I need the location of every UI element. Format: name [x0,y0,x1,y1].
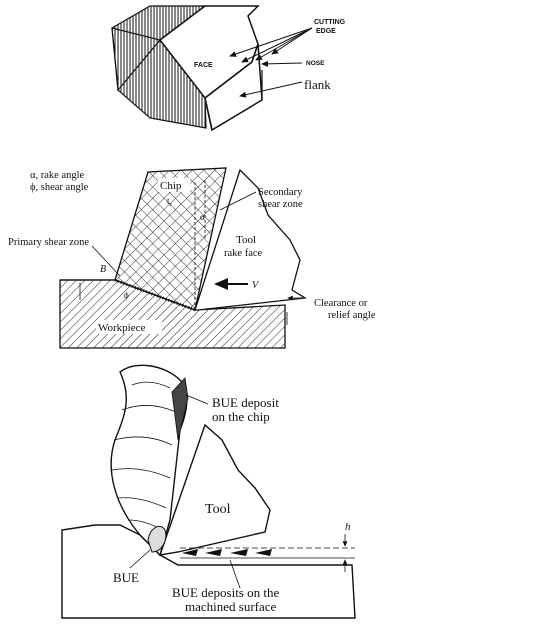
velocity-label: V [252,280,260,291]
face-label: FACE [194,62,213,69]
alpha-mark: α [200,212,205,222]
tool-body [194,168,307,311]
bue-chip-label-2: on the chip [212,409,270,424]
cutting-edge-label-2: EDGE [316,28,336,35]
phi-mark: ϕ [124,290,129,300]
bue-surface-label-2: machined surface [185,599,277,614]
bue-label: BUE [113,570,139,585]
bue-diagram: BUE deposit on the chip Tool BUE BUE dep… [61,364,356,619]
bue-tool [158,423,271,556]
chip-body [114,167,227,311]
cutting-edge-label-1: CUTTING [314,19,346,26]
tool-geometry-diagram: CUTTING EDGE NOSE FACE flank [111,5,346,132]
bue-chip [110,364,188,557]
rake-face-label: rake face [224,248,263,259]
bue-workpiece [61,524,356,619]
shear-angle-legend: ϕ, shear angle [30,182,89,193]
chip-formation-diagram: α, rake angle ϕ, shear angle Chip tc Sec… [8,167,376,349]
secondary-shear-label-2: shear zone [258,199,303,210]
primary-shear-label: Primary shear zone [8,237,89,248]
nose-label: NOSE [306,60,325,67]
bue-tip [147,525,167,553]
point-b-label: B [100,264,106,275]
flank-label: flank [304,77,331,92]
secondary-shear-label-1: Secondary [258,187,303,198]
rake-angle-legend: α, rake angle [30,170,85,181]
bue-chip-deposit [171,377,189,441]
clearance-label-2: relief angle [328,310,376,321]
workpiece-label: Workpiece [98,322,145,334]
clearance-label-1: Clearance or [314,298,368,309]
tool-label: Tool [236,234,256,246]
chip-label: Chip [160,180,182,192]
bue-chip-label-1: BUE deposit [212,395,279,410]
bue-tool-label: Tool [205,502,231,517]
bue-surface-label-1: BUE deposits on the [172,585,279,600]
h-label: h [345,521,351,533]
chip-thickness-label: tc [167,196,173,208]
